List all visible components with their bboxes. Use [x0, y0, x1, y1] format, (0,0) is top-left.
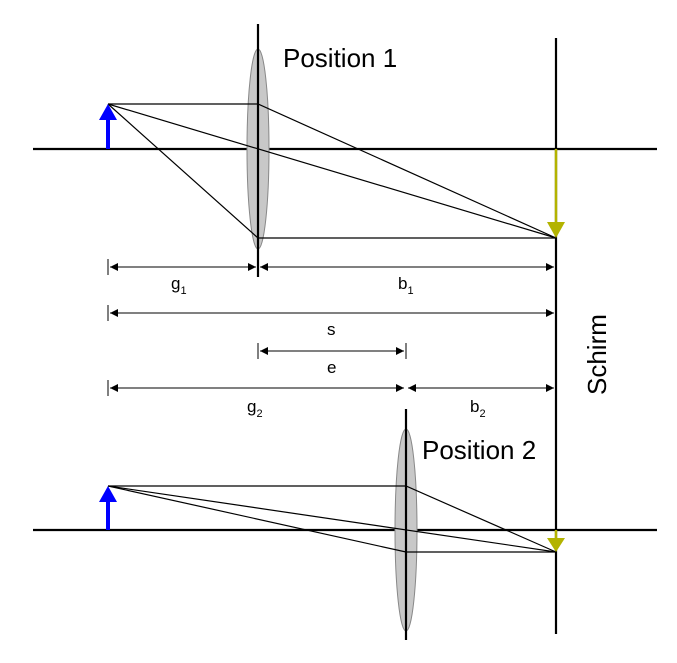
label-g1: g1 — [171, 274, 187, 297]
screen-label: Schirm — [582, 314, 612, 395]
image-arrow-1 — [547, 149, 565, 238]
position-1-label: Position 1 — [283, 43, 397, 73]
label-b1: b1 — [398, 274, 414, 297]
object-arrow-1 — [99, 104, 117, 149]
object-arrow-2 — [99, 486, 117, 530]
dimension-g2 — [107, 380, 404, 396]
dimension-s — [107, 305, 554, 321]
label-b2: b2 — [470, 397, 486, 420]
rays-position-1 — [107, 103, 557, 239]
label-e: e — [327, 358, 336, 377]
rays-position-2 — [107, 485, 557, 553]
dimension-e — [257, 343, 407, 359]
dimension-g1 — [107, 259, 256, 275]
position-2-label: Position 2 — [422, 435, 536, 465]
label-s: s — [327, 320, 336, 339]
image-arrow-2 — [547, 530, 565, 552]
label-g2: g2 — [247, 397, 263, 420]
